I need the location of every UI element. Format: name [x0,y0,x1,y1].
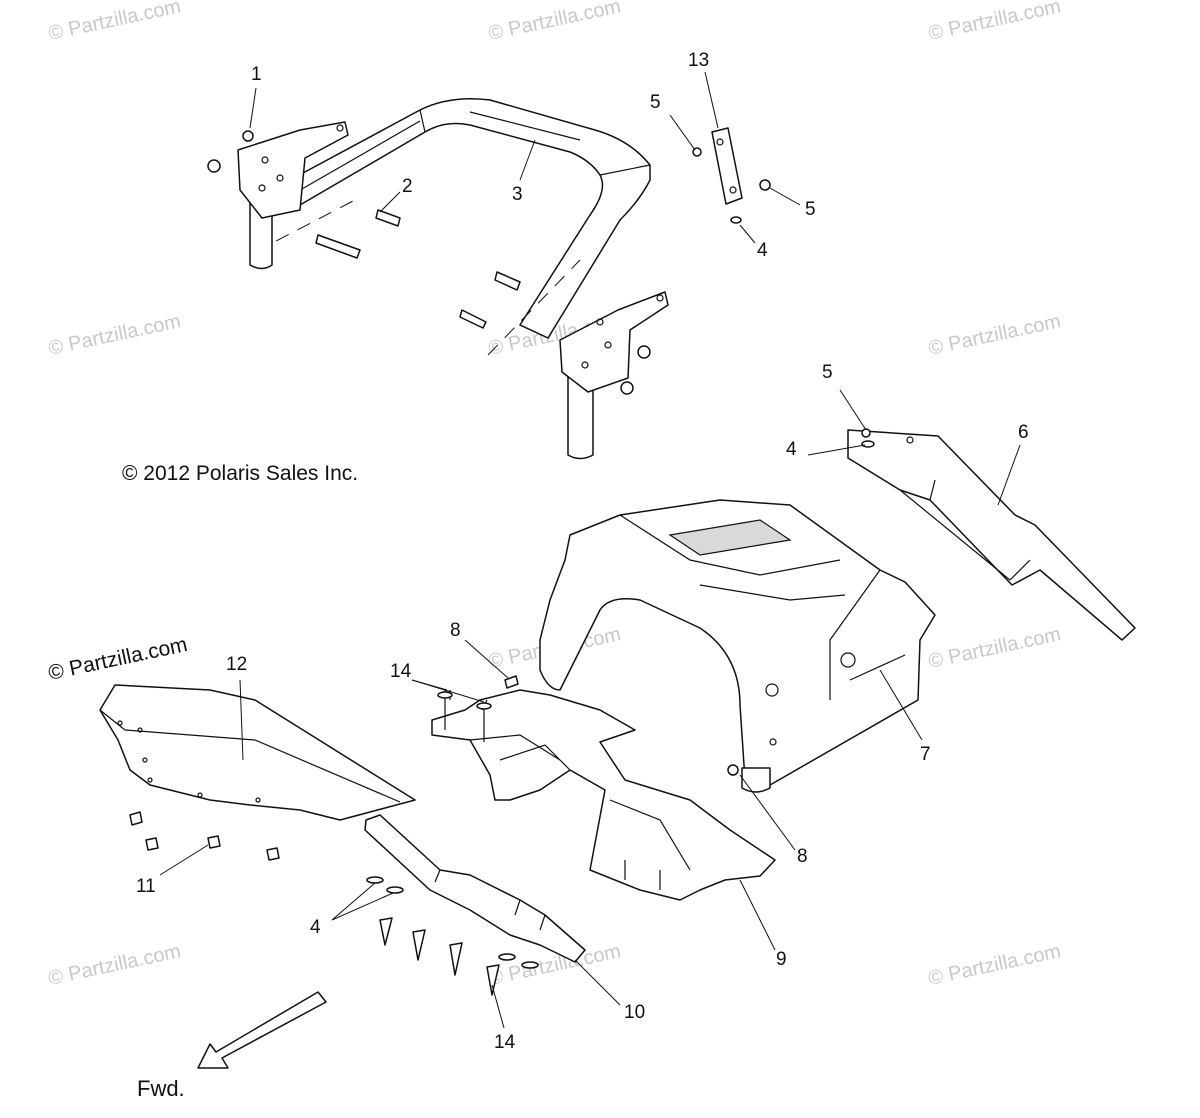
watermark: © Partzilla.com [926,623,1062,673]
callout-12: 12 [226,654,247,675]
part-10-rail [364,814,586,996]
callout-4: 4 [757,240,768,261]
watermark: © Partzilla.com [486,0,622,45]
part-12-floor-panel [99,684,416,861]
callout-11: 11 [136,876,156,897]
callout-3: 3 [512,184,523,205]
copyright-text: © 2012 Polaris Sales Inc. [122,462,358,485]
callout-10: 10 [624,1002,645,1023]
callout-5: 5 [650,92,661,113]
watermark: © Partzilla.com [926,940,1062,990]
callout-8: 8 [797,846,808,867]
forward-arrow-icon [197,991,327,1069]
callout-5: 5 [822,362,833,383]
callout-6: 6 [1018,422,1029,443]
watermark: © Partzilla.com [46,310,182,360]
partzilla-credit: © Partzilla.com [46,633,189,685]
left-upright-tube [237,121,349,270]
callout-9: 9 [776,949,787,970]
watermark: © Partzilla.com [46,940,182,990]
part-13-strap [692,127,771,224]
watermark: © Partzilla.com [46,0,182,45]
callout-8: 8 [450,620,461,641]
forward-label: Fwd. [137,1076,185,1101]
part-6-bracket [847,428,1136,641]
callout-2: 2 [402,176,413,197]
callout-4: 4 [786,439,797,460]
callout-7: 7 [920,744,931,765]
fasteners-upper [207,130,651,395]
callout-leaders [159,71,1021,1029]
part-7-rear-panel [539,499,936,793]
part-14-rivets-upper [437,690,661,890]
callout-1: 1 [251,64,262,85]
callout-13: 13 [688,50,709,71]
callout-4: 4 [310,917,321,938]
callout-5: 5 [805,199,816,220]
callout-labels: 1 2 3 4 5 5 13 5 4 6 7 8 8 9 10 11 12 14… [136,50,1029,1053]
part-8-bolts [504,675,739,776]
callout-14: 14 [494,1032,516,1053]
callout-14: 14 [390,661,412,682]
part-9-center-panel [431,689,776,901]
watermark: © Partzilla.com [926,0,1062,45]
right-upright-tube [559,291,669,460]
watermark: © Partzilla.com [926,310,1062,360]
